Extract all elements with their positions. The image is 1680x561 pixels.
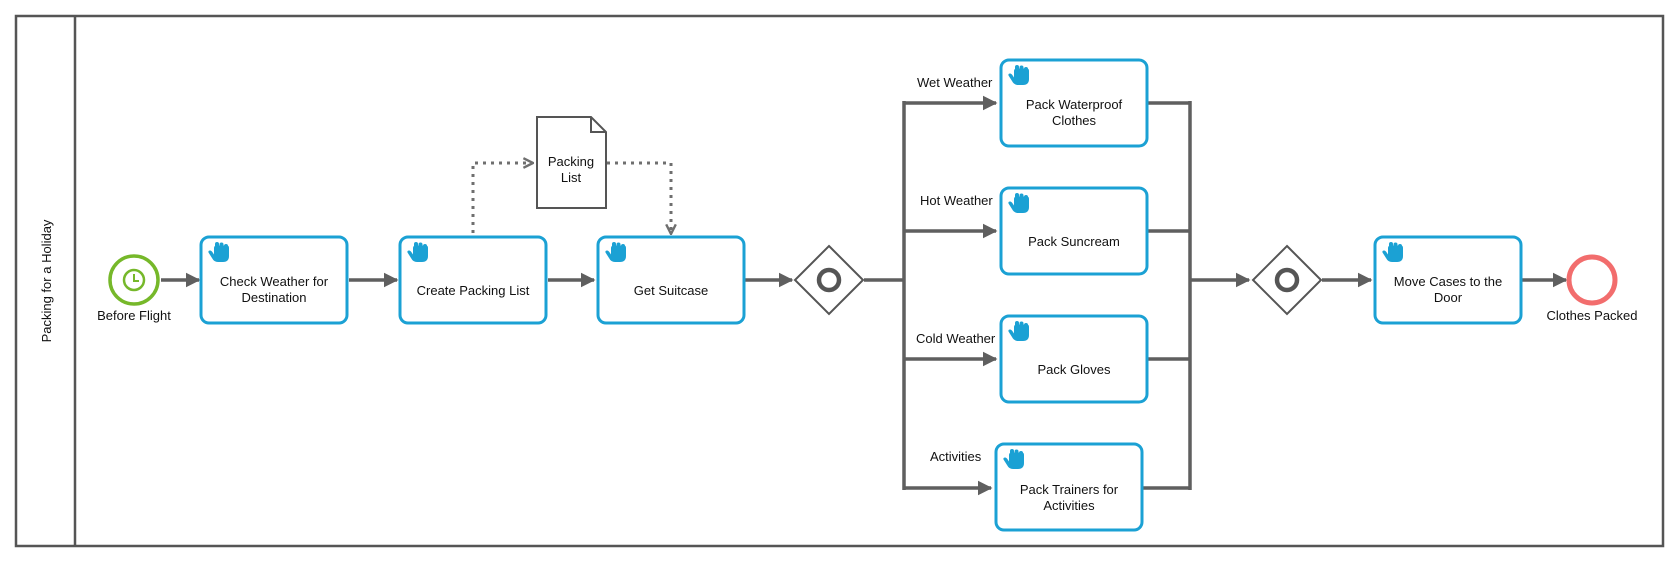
gateway-join[interactable] [1251, 244, 1323, 316]
end-event-label: Clothes Packed [1546, 308, 1637, 323]
task-label-line1: Check Weather for [220, 274, 329, 289]
task-get-suitcase[interactable]: Get Suitcase [596, 235, 746, 325]
condition-label-cold: Cold Weather [916, 331, 996, 346]
task-pack-trainers[interactable]: Pack Trainers for Activities [994, 442, 1144, 532]
sequence-flows [161, 95, 1568, 496]
inclusive-marker-icon [1274, 267, 1300, 293]
timer-icon [122, 268, 146, 292]
task-label-line2: Destination [241, 290, 306, 305]
task-label-line1: Pack Gloves [1038, 362, 1111, 377]
task-move-cases[interactable]: Move Cases to the Door [1373, 235, 1523, 325]
data-object-label-line2: List [561, 170, 582, 185]
condition-label-hot: Hot Weather [920, 193, 993, 208]
gateway-split[interactable] [793, 244, 865, 316]
start-event-label: Before Flight [97, 308, 171, 323]
task-label-line1: Create Packing List [417, 283, 530, 298]
pool-title: Packing for a Holiday [39, 219, 54, 342]
task-create-packing-list[interactable]: Create Packing List [398, 235, 548, 325]
task-pack-waterproof[interactable]: Pack Waterproof Clothes [999, 58, 1149, 148]
task-label-line2: Door [1434, 290, 1463, 305]
task-label-line1: Pack Suncream [1028, 234, 1120, 249]
task-label-line1: Get Suitcase [634, 283, 708, 298]
task-pack-gloves[interactable]: Pack Gloves [999, 314, 1149, 404]
task-pack-suncream[interactable]: Pack Suncream [999, 186, 1149, 276]
condition-label-activities: Activities [930, 449, 982, 464]
task-label-line1: Pack Waterproof [1026, 97, 1123, 112]
end-event[interactable]: Clothes Packed [1546, 254, 1638, 323]
task-label-line2: Clothes [1052, 113, 1097, 128]
condition-label-wet: Wet Weather [917, 75, 993, 90]
start-event[interactable]: Before Flight [97, 254, 171, 323]
association-list-to-suitcase[interactable] [607, 161, 671, 234]
task-label-line1: Pack Trainers for [1020, 482, 1119, 497]
task-check-weather[interactable]: Check Weather for Destination [199, 235, 349, 325]
inclusive-marker-icon [816, 267, 842, 293]
data-object-packing-list[interactable]: Packing List [536, 116, 607, 209]
data-associations [471, 161, 671, 234]
task-label-line1: Move Cases to the [1394, 274, 1502, 289]
data-object-label-line1: Packing [548, 154, 594, 169]
task-label-line2: Activities [1043, 498, 1095, 513]
